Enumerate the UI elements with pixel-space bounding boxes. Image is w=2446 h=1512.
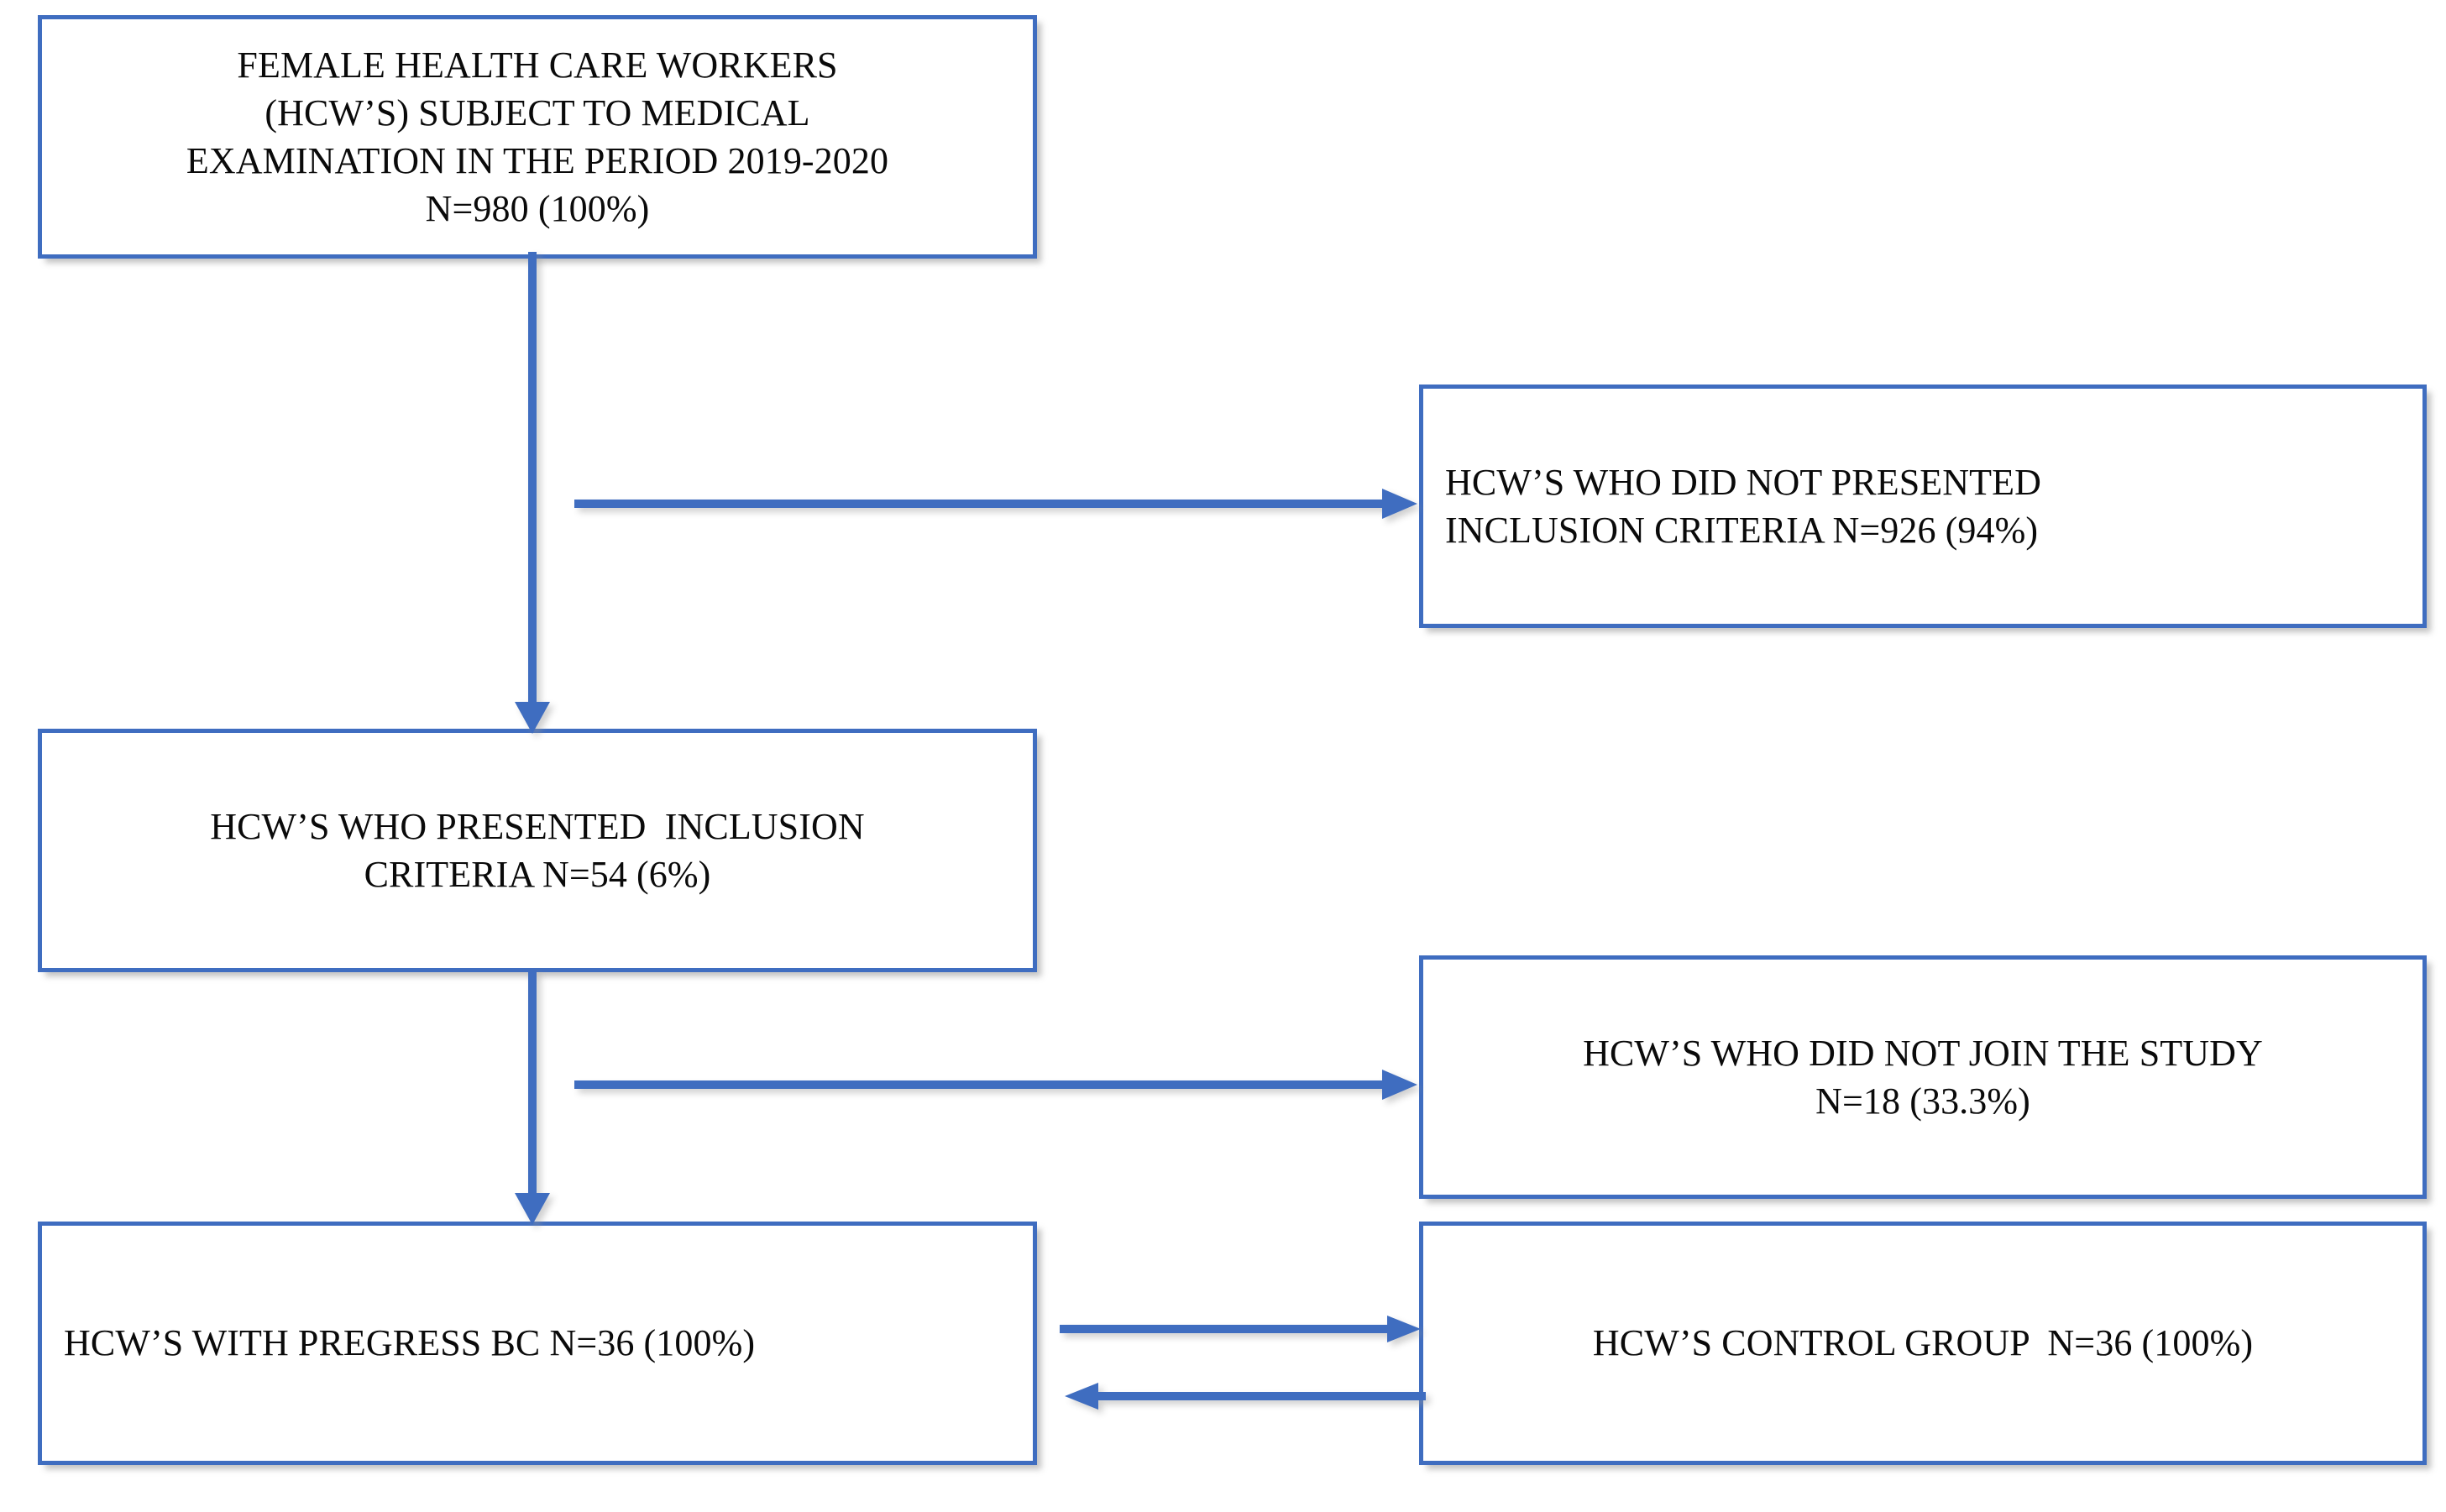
flow-node-population-label: FEMALE HEALTH CARE WORKERS (HCW’S) SUBJE…: [186, 44, 889, 230]
arrow-right-included-to-not-joined: [574, 1068, 1422, 1101]
arrow-left-controls-to-cases: [1060, 1382, 1426, 1410]
flow-node-included[interactable]: HCW’S WHO PRESENTED INCLUSION CRITERIA N…: [38, 729, 1037, 972]
flow-node-controls[interactable]: HCW’S CONTROL GROUP N=36 (100%): [1419, 1222, 2427, 1465]
arrow-down-population-to-included: [512, 252, 563, 739]
flow-node-not-joined[interactable]: HCW’S WHO DID NOT JOIN THE STUDY N=18 (3…: [1419, 955, 2427, 1199]
flow-node-cases[interactable]: HCW’S WITH PREGRESS BC N=36 (100%): [38, 1222, 1037, 1465]
flow-node-excluded-label: HCW’S WHO DID NOT PRESENTED INCLUSION CR…: [1445, 461, 2041, 551]
arrow-right-cases-to-controls: [1060, 1315, 1426, 1343]
flow-node-included-label: HCW’S WHO PRESENTED INCLUSION CRITERIA N…: [210, 805, 865, 895]
flow-node-controls-label: HCW’S CONTROL GROUP N=36 (100%): [1592, 1322, 2254, 1364]
flow-node-cases-label: HCW’S WITH PREGRESS BC N=36 (100%): [64, 1322, 756, 1364]
flow-node-not-joined-label: HCW’S WHO DID NOT JOIN THE STUDY N=18 (3…: [1583, 1032, 2263, 1122]
flow-node-population[interactable]: FEMALE HEALTH CARE WORKERS (HCW’S) SUBJE…: [38, 15, 1037, 259]
arrow-down-included-to-cases: [512, 970, 563, 1230]
flow-node-excluded[interactable]: HCW’S WHO DID NOT PRESENTED INCLUSION CR…: [1419, 385, 2427, 628]
arrow-right-population-to-excluded: [574, 487, 1422, 521]
